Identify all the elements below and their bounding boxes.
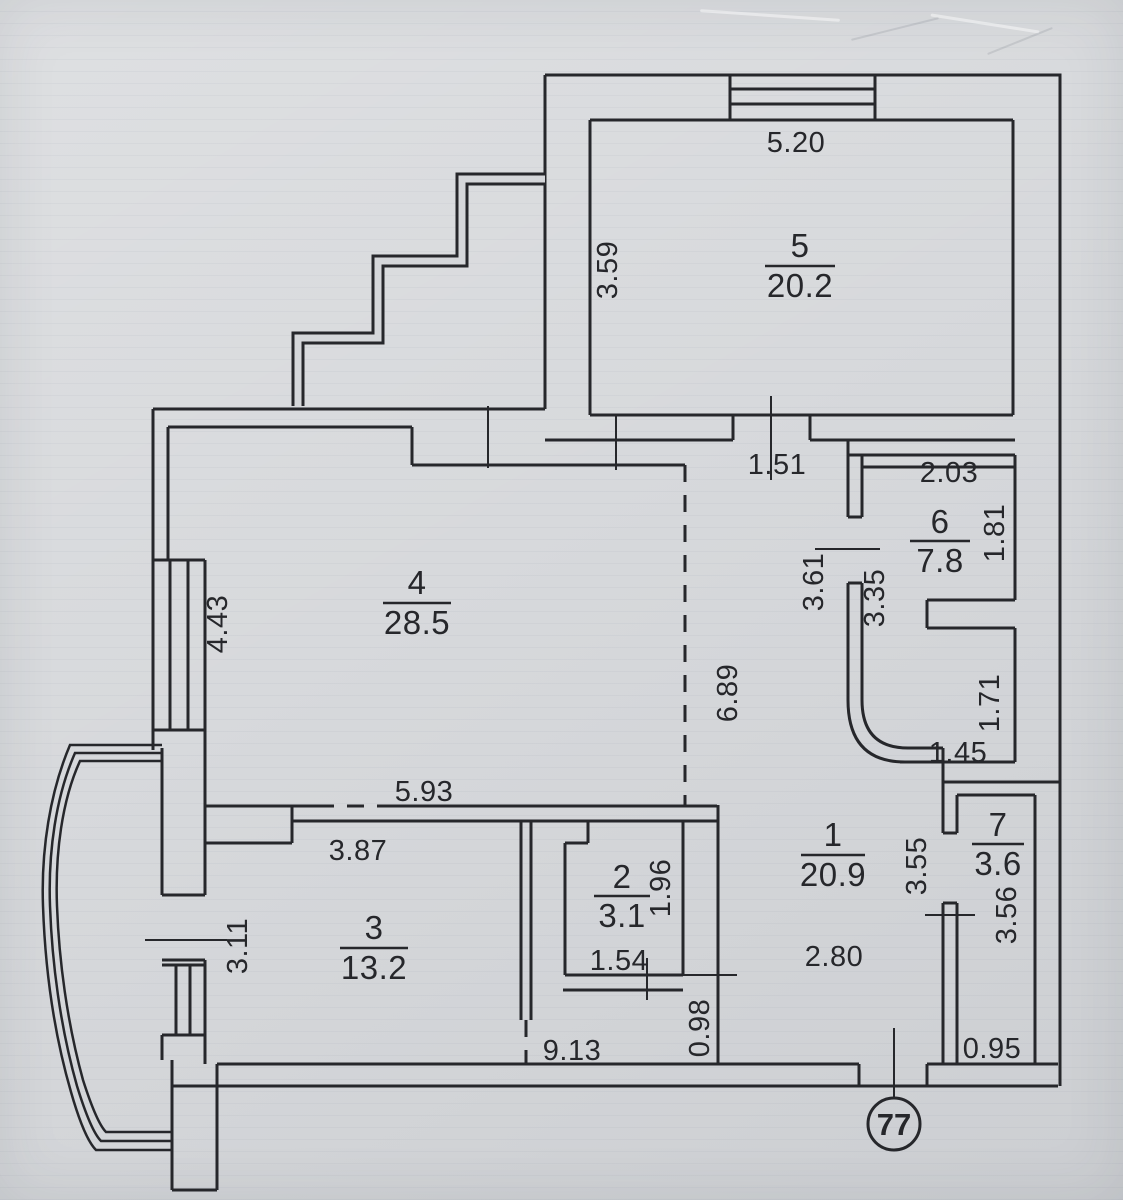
dim-passage-width: 0.98 (684, 999, 716, 1057)
room-labels: 5 20.2 6 7.8 4 28.5 3 13.2 2 3.1 1 20.9 … (340, 227, 1024, 986)
dim-bottom-width: 9.13 (543, 1035, 601, 1067)
dim-room4-height: 4.43 (202, 595, 234, 653)
room-6-number: 6 (931, 503, 950, 540)
dim-room7-height: 3.56 (991, 886, 1023, 944)
dim-alcove-height: 1.71 (974, 674, 1006, 732)
opening-dashed-lines (317, 465, 687, 1064)
dim-room1-width: 2.80 (805, 941, 863, 973)
dimension-labels: 5.20 3.59 1.51 2.03 1.81 3.61 3.35 1.71 … (202, 127, 1023, 1067)
dim-room6-height: 1.81 (979, 504, 1011, 562)
room-7-number: 7 (989, 806, 1008, 843)
dim-room4-width: 5.93 (395, 776, 453, 808)
dim-hall-seg1: 3.61 (798, 553, 830, 611)
dim-room7-bottom-width: 0.95 (963, 1033, 1021, 1065)
dim-room3-height: 3.11 (222, 918, 254, 974)
room-2-number: 2 (613, 858, 632, 895)
room-4-number: 4 (408, 564, 427, 601)
apartment-number-circle (866, 1096, 922, 1152)
dim-room5-height: 3.59 (592, 241, 624, 299)
room-5-area: 20.2 (767, 267, 833, 304)
room-3-number: 3 (365, 909, 384, 946)
dim-room6-left-height: 3.35 (859, 569, 891, 627)
apartment-number: 77 (877, 1107, 911, 1142)
apartment-number-marker: 77 (866, 1096, 922, 1152)
exterior-walls (151, 73, 1062, 1088)
dim-hall-seg2: 6.89 (712, 664, 744, 722)
dim-room2-height: 1.96 (645, 859, 677, 917)
dim-room6-width: 2.03 (920, 457, 978, 489)
room-4-area: 28.5 (384, 604, 450, 641)
room-5-number: 5 (791, 227, 810, 264)
interior-walls (153, 75, 1060, 1192)
balcony-glazing (41, 743, 172, 1152)
room-1-number: 1 (824, 816, 843, 853)
room-3-area: 13.2 (341, 949, 407, 986)
room-7-area: 3.6 (974, 845, 1021, 882)
room-6-area: 7.8 (916, 542, 963, 579)
dim-room5-top-width: 5.20 (767, 127, 825, 159)
stepped-terrace-wall (291, 172, 545, 406)
dim-hall-door-width: 1.51 (748, 449, 806, 481)
dim-room1-right-height: 3.55 (901, 837, 933, 895)
dimension-ticks (145, 396, 975, 1097)
dim-alcove-width: 1.45 (929, 737, 987, 769)
room-1-area: 20.9 (800, 856, 866, 893)
dim-room3-width: 3.87 (329, 835, 387, 867)
room-2-area: 3.1 (598, 897, 645, 934)
dim-room2-width: 1.54 (590, 945, 648, 977)
